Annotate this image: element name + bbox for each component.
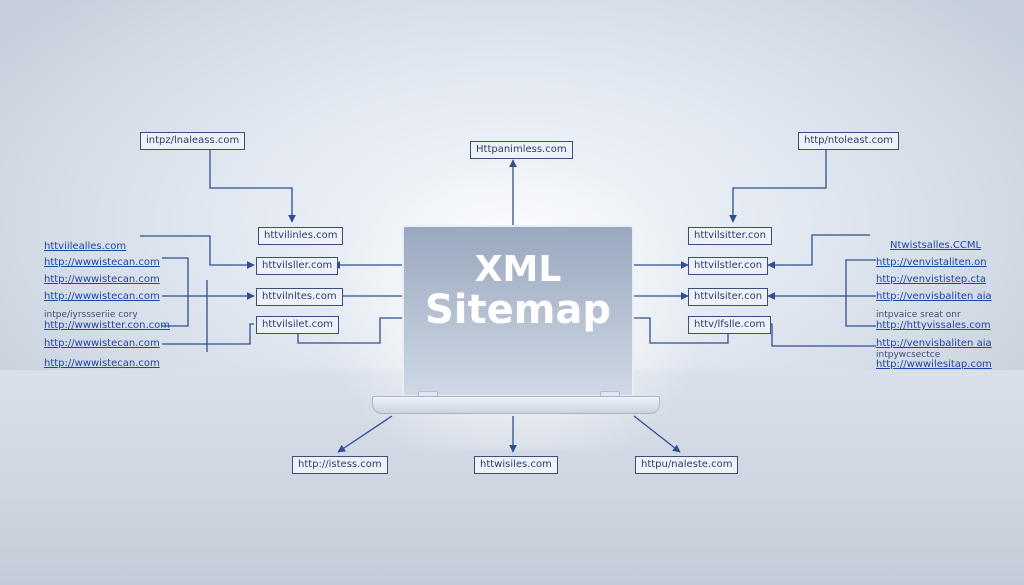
url-box-hub-right-3: httvilsiter.con	[688, 288, 769, 306]
connector-far-right-1	[767, 234, 870, 269]
link-far-right-6[interactable]: http://httyvissales.com	[876, 320, 991, 331]
url-box-hub-left-3: httvilnltes.com	[256, 288, 343, 306]
link-far-left-1[interactable]: httviilealles.com	[44, 241, 127, 252]
link-far-right-2[interactable]: http://venvistaliten.on	[876, 257, 987, 268]
url-box-hub-left-4: httvilsilet.com	[256, 316, 340, 334]
connector-top-right	[729, 148, 827, 223]
url-box-bottom-right: httpu/naleste.com	[635, 456, 739, 474]
laptop-screen: XML Sitemap	[402, 225, 634, 397]
laptop-title-xml: XML	[474, 249, 562, 290]
link-far-left-4[interactable]: http://wwwistecan.com	[44, 291, 160, 302]
link-far-right-1[interactable]: Ntwistsalles.CCML	[890, 240, 982, 251]
laptop-base	[372, 396, 660, 414]
connector-far-right-2	[845, 259, 876, 327]
url-box-hub-right-4: httv/lfslle.com	[688, 316, 772, 334]
url-box-hub-right-1: httvilsitter.con	[688, 227, 772, 245]
url-box-hub-left-2: httvilsller.com	[256, 257, 339, 275]
url-box-hub-left-1: httvilinles.com	[258, 227, 344, 245]
url-box-bottom-center: httwisiles.com	[474, 456, 558, 474]
connector-far-left-4	[162, 323, 254, 345]
url-box-hub-right-2: httvilstler.con	[688, 257, 769, 275]
url-box-top-left: intpz/lnaleass.com	[140, 132, 246, 150]
laptop-title-sitemap: Sitemap	[424, 287, 612, 333]
link-far-left-2[interactable]: http://wwwistecan.com	[44, 257, 160, 268]
link-far-left-7[interactable]: http://wwwistecan.com	[44, 338, 160, 349]
link-far-right-5: intpvaice sreat onr	[876, 310, 961, 320]
url-box-bottom-left: http://istess.com	[292, 456, 388, 474]
connector-hub-right-4	[634, 317, 729, 344]
link-far-right-7[interactable]: http://venvisbaliten aia	[876, 338, 992, 349]
connector-hub-left-4	[297, 317, 402, 344]
connector-far-left-1	[140, 235, 255, 269]
connector-top-left	[209, 148, 296, 223]
link-far-left-3[interactable]: http://wwwistecan.com	[44, 274, 160, 285]
url-box-top-right: http/ntoleast.com	[798, 132, 899, 150]
link-far-right-9[interactable]: http://wwwilesitap.com	[876, 359, 992, 370]
connector-bottom-left	[337, 415, 393, 453]
url-box-top-center: Httpanimless.com	[470, 141, 573, 159]
connector-bottom-right	[633, 415, 681, 453]
link-far-right-3[interactable]: http://venvististep.cta	[876, 274, 987, 285]
link-far-right-8: intpywcsectce	[876, 350, 941, 360]
link-far-right-4[interactable]: http://venvisbaliten aia	[876, 291, 992, 302]
link-far-left-8[interactable]: http://wwwistecan.com	[44, 358, 160, 369]
connector-far-left-2	[162, 257, 189, 327]
connector-far-right-4	[768, 323, 876, 347]
link-far-left-6[interactable]: http://wwwistter.con.com	[44, 320, 171, 331]
link-far-left-5: intpe/iyrssseriie cory	[44, 310, 138, 320]
